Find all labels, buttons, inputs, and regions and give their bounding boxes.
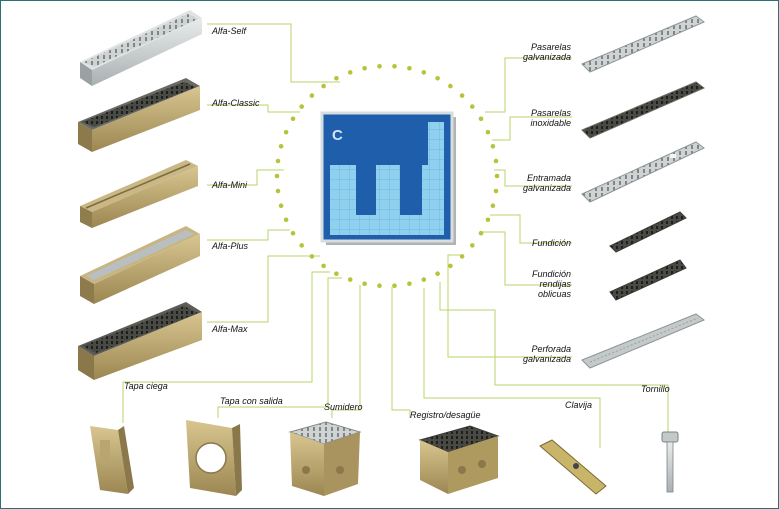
label-alfa-classic: Alfa-Classic [212,98,260,108]
accessory-clavija-image [539,439,607,495]
channel-alfa-plus-image [80,226,200,304]
ring-dot [470,104,475,109]
label-clavija: Clavija [565,400,593,410]
logo-letter: C [332,127,343,144]
ring-dot [299,104,305,109]
label-alfa-max: Alfa-Max [212,324,248,334]
ring-dot [309,254,315,259]
ring-dot [334,76,339,81]
ring-dot [275,158,281,164]
ring-dot [362,281,367,287]
channel-alfa-self-image [80,10,202,86]
label-alfa-mini: Alfa-Mini [212,180,248,190]
ring-dot [494,173,500,179]
label-registro: Registro/desagüe [410,410,481,420]
grating-fundicion-image [609,211,687,253]
connector-lines [122,23,669,448]
ring-dot [309,93,315,98]
ring-dot [435,271,440,277]
grating-pasarelas-galvanizada-image [581,15,705,73]
label-sumidero: Sumidero [324,402,363,412]
accessory-sumidero-image [288,421,362,496]
ring-dot [493,158,499,164]
grating-pasarelas-inoxidable-image [581,81,705,139]
ring-dot [274,173,280,179]
ring-dot [275,188,281,194]
ring-dot [377,64,382,69]
ring-dot [485,217,491,223]
ring-dot [448,263,453,269]
ring-dot [478,116,484,122]
ring-dot [490,144,496,149]
label-fundicion: Fundición [531,238,571,248]
logo-icon [320,111,456,245]
ring-dot [392,64,397,69]
grating-fundicion-rendijas-image [609,259,687,301]
ring-dot [299,243,305,248]
ring-dot [278,144,284,149]
label-alfa-plus: Alfa-Plus [212,241,249,251]
ring-dot [334,271,339,277]
ring-dot [362,66,367,71]
ring-dot [485,129,491,135]
ring-dot [283,129,289,135]
ring-dot [478,230,484,236]
ring-dot [347,70,353,75]
ring-dot [493,188,499,194]
label-tapa-ciega: Tapa ciega [124,381,168,391]
dotted-ring [274,64,500,289]
ring-dot [407,281,412,287]
ring-dot [470,243,475,248]
ring-dot [347,277,353,282]
ring-dot [392,283,397,289]
ring-dot [421,70,427,75]
channel-alfa-max-image [78,302,202,380]
ring-dot [421,277,427,282]
label-tornillo: Tornillo [641,384,670,394]
ring-dot [459,93,465,98]
label-alfa-self: Alfa-Self [212,26,247,36]
ring-dot [290,116,296,122]
ring-dot [278,203,284,208]
accessory-tapa-ciega-image [90,426,134,494]
ring-dot [407,66,412,71]
grating-perforada-galvanizada-image [581,313,705,369]
ring-dot [490,203,496,208]
channel-alfa-classic-image [78,78,200,152]
accessory-registro-image [418,425,500,494]
channel-alfa-mini-image [80,160,198,228]
ring-dot [435,76,440,81]
ring-dot [283,217,289,223]
ring-dot [377,283,382,289]
ring-dot [321,83,326,89]
ring-dot [290,230,296,236]
accessory-tornillo-image [661,431,679,493]
grating-entramada-galvanizada-image [581,141,705,203]
label-tapa-con-salida: Tapa con salida [220,396,283,406]
ring-dot [459,254,465,259]
ring-dot [321,263,326,269]
accessory-tapa-con-salida-image [186,420,242,496]
ring-dot [448,83,453,89]
